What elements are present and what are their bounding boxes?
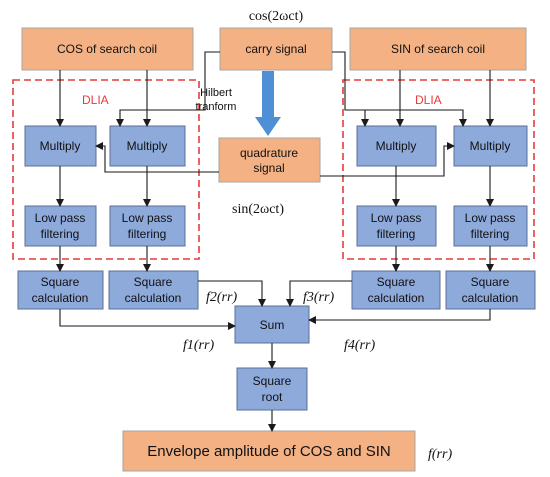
formula-f2: f2(rr) — [206, 290, 237, 305]
svg-text:filtering: filtering — [128, 227, 167, 241]
formula-f: f(rr) — [428, 447, 452, 462]
svg-text:Square: Square — [471, 275, 510, 289]
svg-text:Multiply: Multiply — [376, 139, 417, 153]
formula-f3: f3(rr) — [303, 290, 334, 305]
sum-block: Sum — [234, 305, 310, 344]
svg-text:Multiply: Multiply — [127, 139, 168, 153]
svg-text:Square: Square — [253, 374, 292, 388]
quadrature-signal-block: quadrature signal — [218, 137, 321, 183]
dlia-left-label: DLIA — [82, 93, 109, 107]
multiply-block-3: Multiply — [356, 125, 437, 167]
hilbert-label-line1: Hilbert — [200, 87, 232, 99]
dlia-right-label: DLIA — [415, 93, 442, 107]
svg-text:Sum: Sum — [260, 318, 285, 332]
dlia-right-region — [342, 79, 535, 260]
sin-formula: sin(2ωct) — [232, 202, 284, 217]
svg-text:Multiply: Multiply — [470, 139, 511, 153]
multiply-block-1: Multiply — [24, 125, 97, 167]
formula-f4: f4(rr) — [344, 338, 375, 353]
square-calc-block-3: Square calculation — [351, 270, 441, 310]
svg-text:calculation: calculation — [125, 291, 182, 305]
quadrature-label-line2: signal — [253, 161, 284, 175]
carry-signal-block: carry signal — [219, 27, 333, 71]
svg-text:Low pass: Low pass — [465, 211, 516, 225]
svg-text:calculation: calculation — [32, 291, 89, 305]
svg-text:calculation: calculation — [462, 291, 519, 305]
svg-text:Envelope amplitude of COS and: Envelope amplitude of COS and SIN — [147, 443, 390, 460]
svg-text:filtering: filtering — [41, 227, 80, 241]
cos-formula: cos(2ωct) — [249, 9, 304, 24]
square-calc-block-1: Square calculation — [17, 270, 104, 310]
svg-text:root: root — [262, 390, 283, 404]
sin-search-coil-block: SIN of search coil — [349, 27, 527, 71]
svg-text:Low pass: Low pass — [122, 211, 173, 225]
cos-search-coil-block: COS of search coil — [21, 27, 194, 71]
multiply-block-4: Multiply — [453, 125, 528, 167]
square-calc-block-4: Square calculation — [445, 270, 536, 310]
svg-text:Multiply: Multiply — [40, 139, 81, 153]
lowpass-block-3: Low pass filtering — [356, 205, 437, 247]
svg-text:Low pass: Low pass — [371, 211, 422, 225]
svg-text:Square: Square — [41, 275, 80, 289]
envelope-output-block: Envelope amplitude of COS and SIN — [122, 430, 416, 472]
square-root-block: Square root — [236, 367, 308, 411]
svg-text:Low pass: Low pass — [35, 211, 86, 225]
svg-text:calculation: calculation — [368, 291, 425, 305]
svg-text:Square: Square — [134, 275, 173, 289]
lowpass-block-2: Low pass filtering — [109, 205, 186, 247]
carry-signal-label: carry signal — [245, 42, 306, 56]
svg-text:filtering: filtering — [471, 227, 510, 241]
formula-f1: f1(rr) — [183, 338, 214, 353]
hilbert-label-line2: tranform — [196, 101, 237, 113]
lowpass-block-4: Low pass filtering — [453, 205, 528, 247]
multiply-block-2: Multiply — [109, 125, 186, 167]
connections — [56, 51, 494, 432]
square-calc-block-2: Square calculation — [108, 270, 199, 310]
lowpass-block-1: Low pass filtering — [24, 205, 97, 247]
dlia-left-region — [12, 79, 200, 260]
sin-search-coil-label: SIN of search coil — [391, 42, 485, 56]
svg-text:filtering: filtering — [377, 227, 416, 241]
cos-search-coil-label: COS of search coil — [57, 42, 157, 56]
quadrature-label-line1: quadrature — [240, 146, 298, 160]
hilbert-arrow — [255, 71, 281, 136]
svg-text:Square: Square — [377, 275, 416, 289]
